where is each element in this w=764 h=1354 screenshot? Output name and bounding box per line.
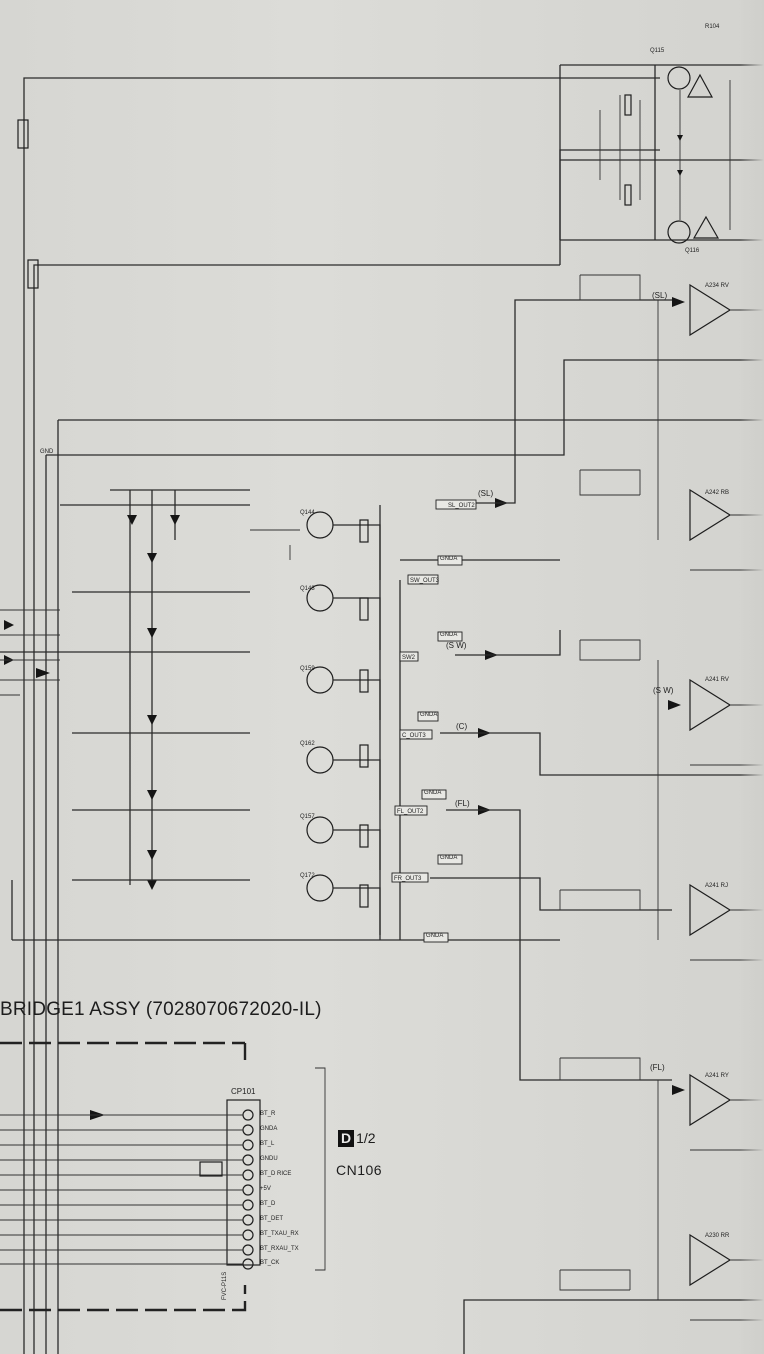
pin-label-10: BT_RXAU_TX — [260, 1246, 299, 1252]
net-label-gnda-1: GNDA — [440, 556, 458, 562]
pin-label-7: BT_D — [260, 1201, 276, 1207]
svg-text:Q115: Q115 — [650, 48, 665, 54]
svg-text:Q159: Q159 — [300, 666, 315, 672]
net-label-gnda-3: GNDA — [420, 712, 438, 718]
svg-text:FR_OUT3: FR_OUT3 — [394, 876, 422, 882]
net-label-sw-out: (S W) — [446, 641, 467, 650]
transistor-row-2 — [72, 584, 381, 650]
opamp-label-2: A242 RB — [705, 490, 730, 496]
net-label-sl-in: (SL) — [652, 291, 668, 300]
pin-label-11: BT_CK — [260, 1260, 280, 1266]
transistor-row-5 — [72, 809, 381, 870]
transistor-row-4 — [72, 732, 381, 800]
connector-pin-circles — [242, 1109, 254, 1270]
pin-label-4: GNDU — [260, 1156, 278, 1162]
assembly-title: BRIDGE1 ASSY (7028070672020-IL) — [0, 999, 322, 1020]
svg-text:Q172: Q172 — [300, 873, 315, 879]
pin-label-8: BT_DET — [260, 1216, 284, 1222]
net-label-gnda-2: GNDA — [440, 632, 458, 638]
svg-text:Q116: Q116 — [685, 248, 700, 254]
svg-text:C_OUT3: C_OUT3 — [402, 733, 426, 739]
opamp-block — [463, 274, 764, 1354]
power-transistor-bottom — [667, 220, 691, 244]
opamp-label-1: A234 RV — [705, 283, 729, 289]
opamp-label-6: A230 RR — [705, 1233, 730, 1239]
opamp-label-4: A241 RJ — [705, 883, 729, 889]
net-label-fl-out: (FL) — [455, 799, 470, 808]
net-label-fl-in: (FL) — [650, 1063, 665, 1072]
net-label-sl-out: (SL) — [478, 489, 494, 498]
svg-text:Q162: Q162 — [300, 741, 315, 747]
net-label-c-out: (C) — [456, 722, 468, 731]
power-transistor-top — [667, 66, 691, 90]
page-edge-shadow — [740, 0, 764, 1354]
pin-label-6: +5V — [260, 1186, 271, 1192]
pin-label-2: GNDA — [260, 1126, 278, 1132]
connector-wires — [0, 1114, 243, 1265]
svg-text:Q144: Q144 — [300, 510, 315, 516]
opamp-label-3: A241 RV — [705, 677, 729, 683]
svg-text:GND: GND — [40, 449, 54, 455]
transistor-row-1 — [60, 504, 381, 580]
transistor-row-6 — [72, 874, 381, 935]
svg-text:R104: R104 — [705, 24, 720, 30]
pin-label-5: BT_D RICE — [260, 1171, 292, 1177]
svg-text:Q157: Q157 — [300, 814, 315, 820]
svg-text:SW2: SW2 — [402, 655, 416, 661]
net-label-sw-in: (S W) — [653, 686, 674, 695]
connector-label: CP101 — [231, 1087, 256, 1096]
svg-text:FL_OUT2: FL_OUT2 — [397, 809, 424, 815]
svg-text:SW_OUT3: SW_OUT3 — [410, 578, 440, 584]
page-reference-marker: D — [338, 1130, 355, 1147]
net-label-gnda-4: GNDA — [424, 790, 442, 796]
connector-body — [226, 1099, 261, 1266]
transistor-row-3 — [0, 651, 381, 720]
pin-label-3: BT_L — [260, 1141, 275, 1147]
pin-label-1: BT_R — [260, 1111, 276, 1117]
svg-text:SL_OUT2: SL_OUT2 — [448, 503, 475, 509]
pin-label-9: BT_TXAU_RX — [260, 1231, 299, 1237]
page-reference-page: 1/2 — [356, 1130, 376, 1146]
net-label-gnda-6: GNDA — [426, 933, 444, 939]
svg-text:FVC-P11S: FVC-P11S — [222, 1272, 228, 1300]
opamp-label-5: A241 RY — [705, 1073, 729, 1079]
svg-text:Q143: Q143 — [300, 586, 315, 592]
page-reference-connector: CN106 — [336, 1162, 383, 1178]
net-label-gnda-5: GNDA — [440, 855, 458, 861]
